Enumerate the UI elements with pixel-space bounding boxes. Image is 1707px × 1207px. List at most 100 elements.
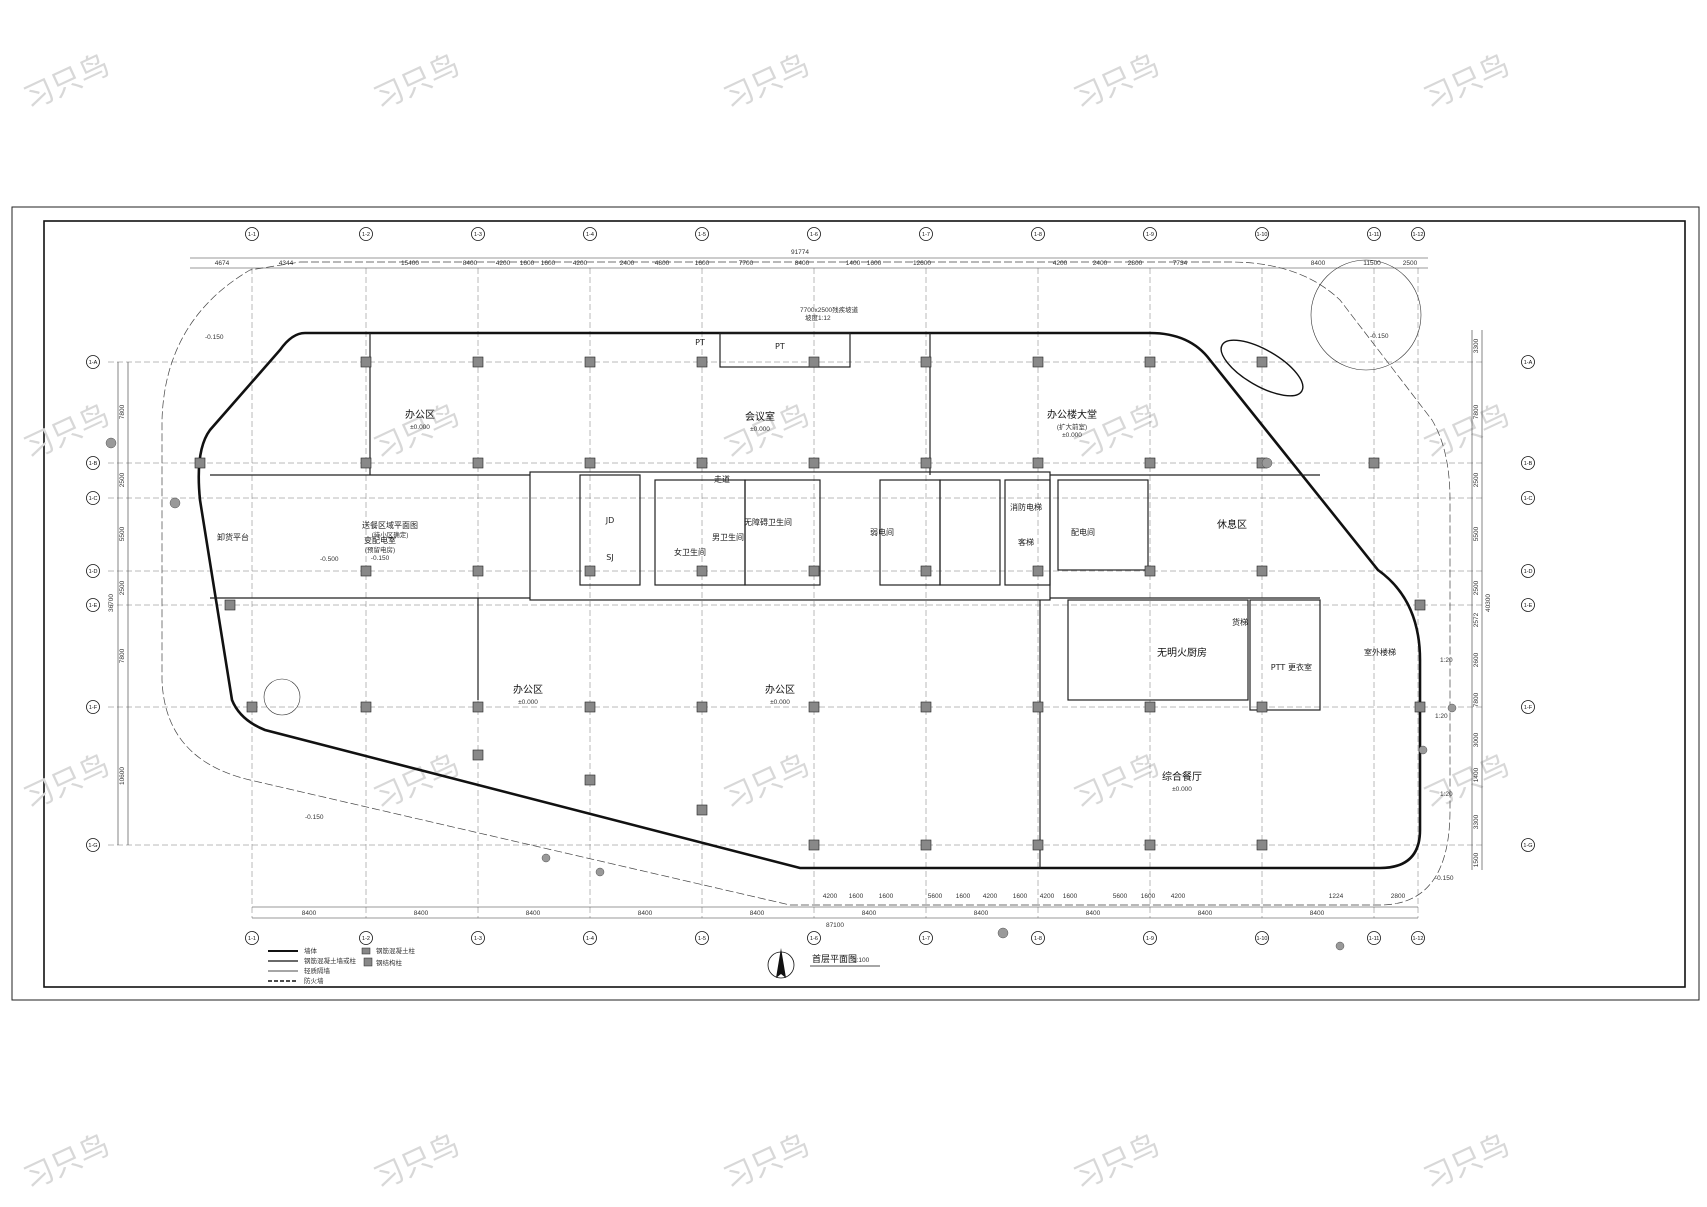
room-name: JD (605, 516, 615, 525)
column (1368, 457, 1380, 469)
room-label: 办公区 ±0.000 (765, 683, 795, 706)
left-dim: 5500 (119, 526, 126, 541)
level-outside-4: -0.150 (1370, 333, 1389, 340)
room-label: 会议室±0.000 (745, 410, 775, 433)
room-label: 休息区 (1217, 518, 1247, 531)
room-name: SJ (606, 553, 613, 562)
axis-label: 1-E (89, 603, 98, 609)
axis-bubble: 1-C (86, 491, 100, 505)
room-level: ±0.000 (1062, 432, 1082, 439)
right-dim: 3000 (1473, 732, 1480, 747)
axis-label: 1-12 (1412, 232, 1423, 238)
room-label: 客梯 (1018, 537, 1034, 547)
room-label: 弱电间 (870, 527, 894, 537)
axis-bubble: 1-6 (807, 931, 821, 945)
axis-label: 1-9 (1146, 232, 1154, 238)
watermark-text: 习只鸟 (1419, 397, 1515, 467)
top-dim: 1600 (695, 260, 710, 267)
right-dim: 7800 (1473, 692, 1480, 707)
inner-frame (43, 220, 1686, 988)
top-dim: 4344 (279, 260, 294, 267)
top-dim: 2500 (1403, 260, 1418, 267)
column (584, 356, 596, 368)
bottom-dim: 8400 (862, 910, 877, 917)
axis-label: 1-11 (1369, 936, 1380, 942)
watermark-text: 习只鸟 (19, 747, 115, 817)
legend-swatch (363, 957, 373, 967)
column (360, 457, 372, 469)
bottom-detail-dim: 1224 (1329, 893, 1344, 900)
axis-bubble: 1-C (1521, 491, 1535, 505)
column (696, 701, 708, 713)
level-ramp: -0.500 (320, 556, 339, 563)
top-dim: 4674 (215, 260, 230, 267)
bottom-detail-dim: 1600 (1013, 893, 1028, 900)
axis-label: 1-5 (698, 936, 706, 942)
room-label: 配电间 (1071, 527, 1095, 537)
room-name: 办公区 (765, 683, 795, 696)
left-dim: 7800 (119, 648, 126, 663)
column (808, 839, 820, 851)
axis-bubble: 1-5 (695, 931, 709, 945)
room-label: 变配电室(预留电房)-0.150 (364, 535, 396, 562)
right-dim: 2500 (1473, 580, 1480, 595)
axis-label: 1-2 (362, 936, 370, 942)
bottom-dim: 8400 (638, 910, 653, 917)
axis-bubble: 1-F (86, 700, 100, 714)
bottom-detail-dim: 5600 (1113, 893, 1128, 900)
axis-bubble: 1-11 (1367, 931, 1381, 945)
watermark-text: 习只鸟 (19, 47, 115, 117)
axis-bubble: 1-4 (583, 931, 597, 945)
top-dim: 8400 (463, 260, 478, 267)
top-dim: 1600 (520, 260, 535, 267)
bottom-dim: 8400 (750, 910, 765, 917)
watermark-text: 习只鸟 (1419, 747, 1515, 817)
column (360, 565, 372, 577)
room-level: -0.150 (371, 555, 390, 562)
north-arrow (767, 948, 795, 979)
axis-label: 1-A (1524, 360, 1533, 366)
watermark-text: 习只鸟 (1419, 47, 1515, 117)
legend-swatch (361, 947, 371, 955)
axis-label: 1-D (1524, 569, 1533, 575)
axis-bubble: 1-7 (919, 227, 933, 241)
core-corridor (210, 332, 1321, 868)
legend: 墙体 钢筋混凝土墙或柱 轻质隔墙 防火墙 钢筋混凝土柱 钢结构柱 (268, 946, 416, 985)
column (472, 749, 484, 761)
axis-bubble: 1-9 (1143, 931, 1157, 945)
room-name: 变配电室 (364, 535, 396, 545)
legend-label: 防火墙 (304, 976, 324, 985)
room-name: 办公区 (513, 683, 543, 696)
watermark-text: 习只鸟 (369, 747, 465, 817)
column (696, 457, 708, 469)
room-labels: 办公区±0.000会议室±0.000办公楼大堂(扩大前室)±0.000休息区办公… (217, 338, 1396, 793)
axis-label: 1-8 (1034, 936, 1042, 942)
axis-bubble: 1-D (86, 564, 100, 578)
axis-label: 1-B (89, 461, 98, 467)
axis-label: 1-11 (1369, 232, 1380, 238)
room-label: 无障碍卫生间 (744, 517, 792, 527)
column (808, 356, 820, 368)
room-name: 无明火厨房 (1157, 646, 1207, 659)
watermark-text: 习只鸟 (369, 397, 465, 467)
right-dim: 1400 (1473, 767, 1480, 782)
room-name: 无障碍卫生间 (744, 517, 792, 527)
column (1032, 701, 1044, 713)
room-name: 室外楼梯 (1364, 647, 1396, 657)
axis-bubble: 1-10 (1255, 931, 1269, 945)
room-level: ±0.000 (410, 424, 430, 431)
column (920, 356, 932, 368)
legend-label: 钢结构柱 (376, 958, 403, 967)
axis-label: 1-6 (810, 232, 818, 238)
column (584, 565, 596, 577)
room-level: ±0.000 (770, 699, 790, 706)
column (696, 356, 708, 368)
axis-bubble: 1-8 (1031, 227, 1045, 241)
room-label: 办公区±0.000 (513, 683, 543, 706)
watermark-text: 习只鸟 (369, 47, 465, 117)
top-dim: 2800 (1128, 260, 1143, 267)
column (1144, 356, 1156, 368)
note-scale-2: 1:20 (1440, 791, 1453, 798)
axis-label: 1-E (1524, 603, 1533, 609)
